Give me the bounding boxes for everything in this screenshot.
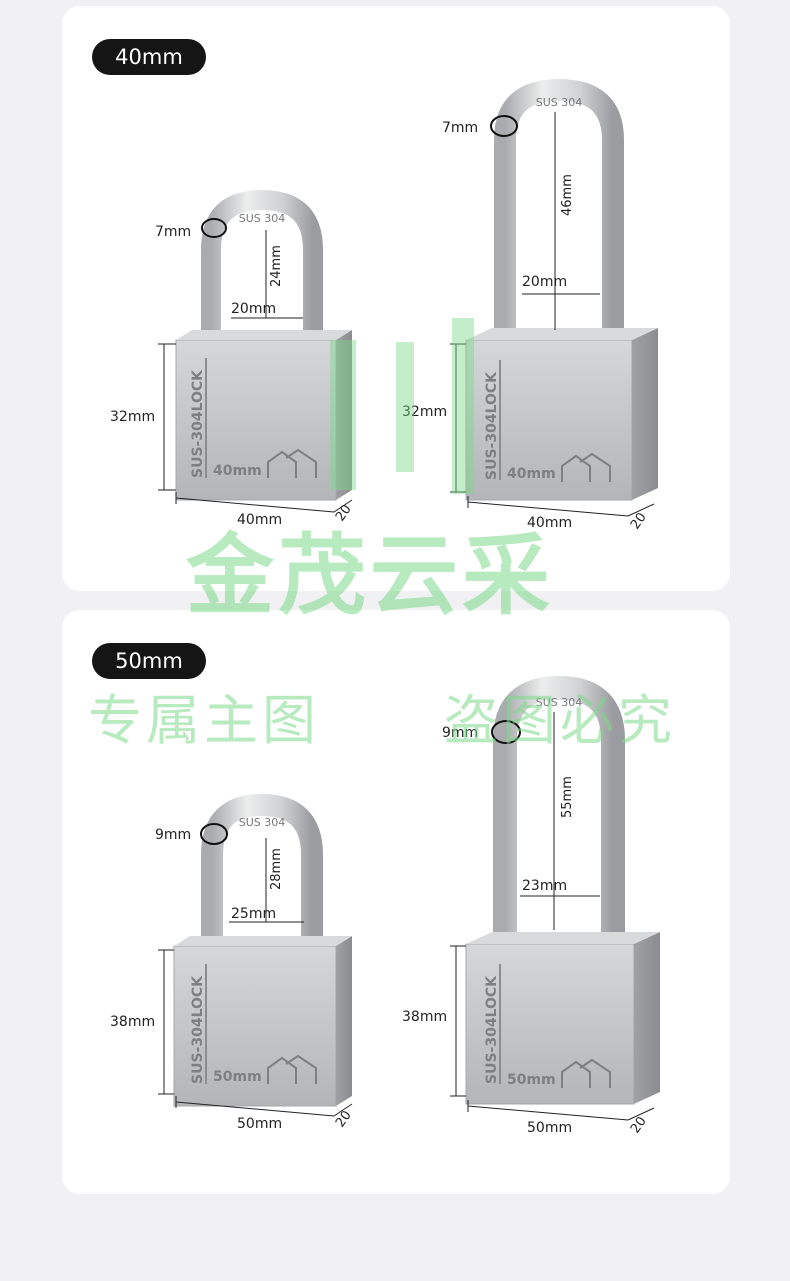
shackle-height-label: 28mm: [269, 848, 284, 890]
shackle-height-label: 24mm: [269, 245, 284, 287]
padlock-40mm-long: SUS 304 SUS-304LOCK 40mm 20mm 46mm 7mm 3…: [402, 78, 658, 532]
house-logo-icon: [561, 1058, 611, 1088]
body-height-label: 38mm: [110, 1014, 155, 1030]
body-width-label: 50mm: [527, 1120, 572, 1136]
size-engraving: 40mm: [213, 463, 262, 479]
size-engraving: 40mm: [507, 466, 556, 482]
body-width-label: 40mm: [237, 512, 282, 528]
body-engraving: SUS-304LOCK: [190, 369, 206, 478]
house-logo-icon: [267, 1054, 317, 1084]
size-label-pill: 50mm: [92, 643, 206, 679]
shackle-height-label: 46mm: [560, 174, 575, 216]
body-height-label: 38mm: [402, 1009, 447, 1025]
shackle-gap-label: 20mm: [522, 274, 567, 290]
depth-label: 20: [628, 510, 650, 532]
shackle-engraving: SUS 304: [239, 212, 286, 225]
shackle-height-label: 55mm: [560, 776, 575, 818]
body-engraving: SUS-304LOCK: [190, 975, 206, 1084]
size-engraving: 50mm: [507, 1072, 556, 1088]
shackle-diameter-label: 7mm: [155, 224, 191, 240]
body-height-label: 32mm: [402, 404, 447, 420]
depth-label: 20: [628, 1114, 650, 1136]
shackle-diameter-label: 9mm: [442, 725, 478, 741]
body-height-label: 32mm: [110, 409, 155, 425]
house-logo-icon: [561, 452, 611, 482]
shackle-gap-label: 25mm: [231, 906, 276, 922]
shackle-engraving: SUS 304: [536, 96, 583, 109]
depth-label: 20: [333, 1108, 355, 1130]
shackle-diameter-label: 7mm: [442, 120, 478, 136]
shackle-gap-label: 20mm: [231, 301, 276, 317]
house-logo-icon: [267, 448, 317, 478]
padlock-50mm-short: SUS 304 SUS-304LOCK 50mm 25mm 28mm 9mm 3…: [110, 793, 355, 1132]
body-width-label: 40mm: [527, 515, 572, 531]
shackle-engraving: SUS 304: [536, 696, 583, 709]
shackle-diameter-label: 9mm: [155, 827, 191, 843]
body-engraving: SUS-304LOCK: [484, 975, 500, 1084]
padlock-50mm-long: SUS 304 SUS-304LOCK 50mm 23mm 55mm 9mm 3…: [402, 675, 660, 1136]
padlock-40mm-short: SUS 304 SUS-304LOCK 40mm 20mm 24mm 7mm 3…: [110, 189, 355, 528]
body-width-label: 50mm: [237, 1116, 282, 1132]
depth-label: 20: [333, 502, 355, 524]
body-engraving: SUS-304LOCK: [484, 371, 500, 480]
size-engraving: 50mm: [213, 1069, 262, 1085]
size-label-pill: 40mm: [92, 39, 206, 75]
shackle-engraving: SUS 304: [239, 816, 286, 829]
shackle-gap-label: 23mm: [522, 878, 567, 894]
